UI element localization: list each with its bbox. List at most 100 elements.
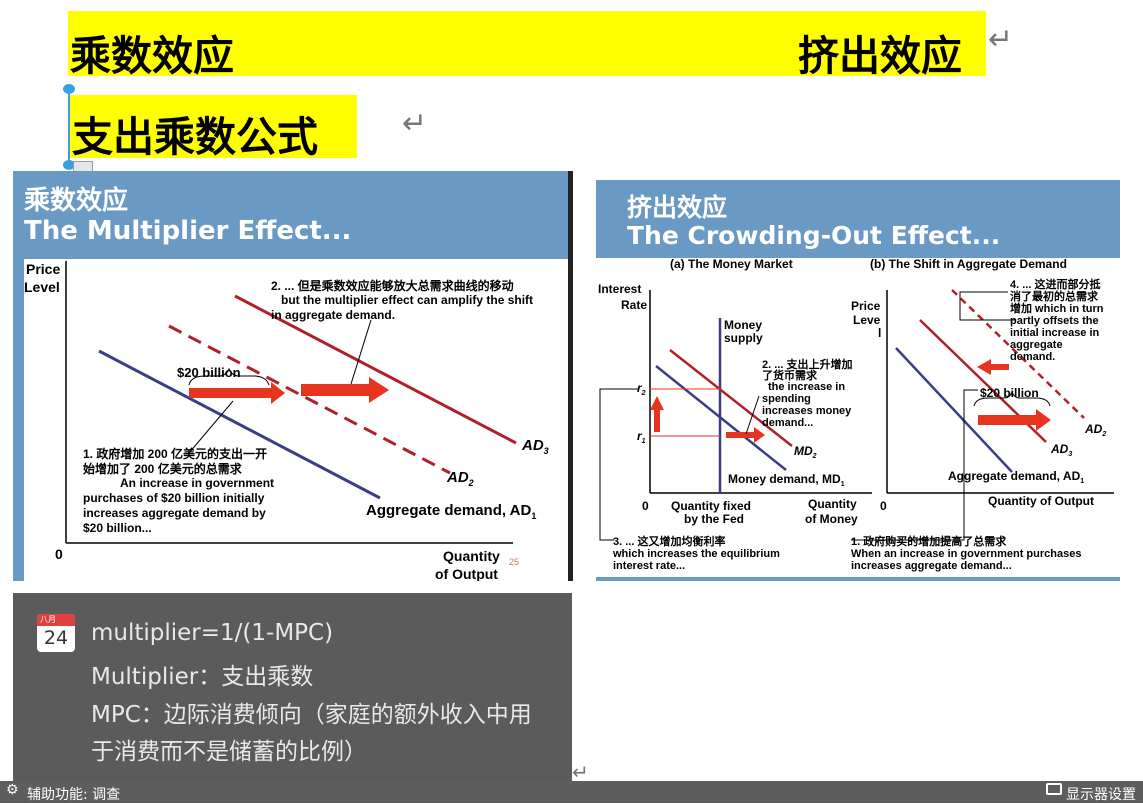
interest-rise-arrow xyxy=(650,396,664,432)
slide-header: 挤出效应 The Crowding-Out Effect... xyxy=(596,180,1120,258)
note-2-en: the increase in xyxy=(768,381,845,393)
note-line-mpc-cont: 于消费而不是储蓄的比例） xyxy=(91,739,367,765)
billion-brace xyxy=(188,367,270,386)
callout-line-1 xyxy=(851,389,978,541)
callout-line-2 xyxy=(350,319,372,385)
panel-a-title: (a) The Money Market xyxy=(670,257,793,271)
paragraph-mark: ↵ xyxy=(402,106,428,141)
note-2-cn: 了货币需求 xyxy=(762,368,818,382)
display-settings-button[interactable]: 显示器设置 xyxy=(1066,787,1136,803)
display-settings-icon[interactable] xyxy=(1046,783,1062,795)
label-r2: r2 xyxy=(637,381,646,397)
paragraph-mark: ↵ xyxy=(988,22,1014,57)
shift-arrow-1 xyxy=(189,382,285,404)
selection-handle-bottom[interactable] xyxy=(63,160,75,170)
note-2-en: increases money xyxy=(762,405,852,417)
shift-arrow-2 xyxy=(301,377,389,403)
note-1-cn: 始增加了 200 亿美元的总需求 xyxy=(83,461,243,476)
note-line-formula: multiplier=1/(1-MPC) xyxy=(91,620,334,646)
note-1-en: $20 billion... xyxy=(83,521,152,535)
note-4-en: demand. xyxy=(1010,351,1055,363)
y-axis-label: Rate xyxy=(621,298,647,312)
note-4-cn: 4. ... 这进而部分抵 xyxy=(1010,277,1100,291)
page-number: 25 xyxy=(509,557,519,567)
label-md1: Money demand, MD1 xyxy=(728,472,845,488)
subheading-text: 支出乘数公式 xyxy=(72,113,318,161)
calendar-month: 八月 xyxy=(37,614,75,626)
curve-ad2 xyxy=(951,289,1085,419)
x-axis-label: of Money xyxy=(805,512,858,526)
money-supply-label: supply xyxy=(724,331,763,345)
demand-increase-arrow xyxy=(978,409,1051,431)
label-ad1: Aggregate demand, AD1 xyxy=(948,469,1084,485)
billion-label: $20 billion xyxy=(177,365,241,380)
billion-label: $20 billion xyxy=(980,386,1039,400)
accessibility-icon[interactable]: ⚙ xyxy=(6,782,19,798)
y-axis-label: Price xyxy=(851,299,881,313)
label-r1: r1 xyxy=(637,429,646,445)
origin-label: 0 xyxy=(642,499,649,513)
y-axis-label: l xyxy=(878,326,881,340)
money-supply-label: Money xyxy=(724,318,762,332)
slide-title-cn: 挤出效应 xyxy=(627,193,728,222)
slide-header: 乘数效应 The Multiplier Effect... xyxy=(13,171,573,259)
slide-title-en: The Crowding-Out Effect... xyxy=(627,221,1001,250)
slide-multiplier-effect[interactable]: 乘数效应 The Multiplier Effect... Price Leve… xyxy=(13,171,573,581)
note-2-en: spending xyxy=(762,393,811,405)
heading-left-text: 乘数效应 xyxy=(70,32,234,80)
heading-multiplier-effect xyxy=(68,11,986,76)
label-ad1: Aggregate demand, AD1 xyxy=(366,502,536,521)
slide-left-edge xyxy=(13,259,24,581)
slide-bottom-edge xyxy=(596,577,1120,581)
paragraph-mark: ↵ xyxy=(572,760,589,784)
note-4-en: aggregate xyxy=(1010,339,1063,351)
callout-line-1 xyxy=(188,400,234,454)
subheading-spending-multiplier-formula xyxy=(70,95,357,158)
note-4-cn: 增加 which in turn xyxy=(1010,301,1104,315)
note-1-en: increases aggregate demand... xyxy=(851,560,1012,572)
note-panel[interactable]: 八月 24 multiplier=1/(1-MPC) Multiplier：支出… xyxy=(13,593,572,781)
note-1-en: purchases of $20 billion initially xyxy=(83,491,265,505)
note-2-en: but the multiplier effect can amplify th… xyxy=(281,293,533,307)
panel-b-title: (b) The Shift in Aggregate Demand xyxy=(870,257,1067,271)
selection-handle-top[interactable] xyxy=(63,84,75,94)
slide-crowding-out-effect[interactable]: 挤出效应 The Crowding-Out Effect... (a) The … xyxy=(596,180,1120,581)
curve-md1 xyxy=(655,365,787,471)
note-1-cn: 1. 政府增加 200 亿美元的支出一开 xyxy=(83,446,267,461)
note-4-cn: 消了最初的总需求 xyxy=(1010,289,1099,303)
callout-line-2 xyxy=(745,395,760,435)
note-3-en: interest rate... xyxy=(613,560,685,572)
label-ad2: AD2 xyxy=(1084,422,1106,438)
label-md2: MD2 xyxy=(794,444,817,460)
note-line-mpc: MPC：边际消费倾向（家庭的额外收入中用 xyxy=(91,702,532,728)
note-4-en: initial increase in xyxy=(1010,327,1100,339)
y-axis-label: Interest xyxy=(598,282,641,296)
slide-right-edge xyxy=(568,171,573,581)
callout-line-3 xyxy=(599,388,638,541)
heading-right-text: 挤出效应 xyxy=(798,32,962,80)
y-axis-label: Level xyxy=(24,279,60,295)
text-cursor xyxy=(68,92,70,162)
curve-ad1 xyxy=(895,347,1013,473)
x-axis-label: Quantity of Output xyxy=(988,494,1094,508)
curve-ad1 xyxy=(98,349,381,500)
demand-shift-arrow xyxy=(726,427,765,443)
x-axis-label: Quantity xyxy=(808,497,857,511)
accessibility-status[interactable]: 辅助功能: 调查 xyxy=(27,787,121,803)
crowding-out-diagram: (a) The Money Market (b) The Shift in Ag… xyxy=(598,257,1114,572)
label-ad2: AD2 xyxy=(446,469,474,488)
note-1-en: When an increase in government purchases xyxy=(851,548,1081,560)
note-1-cn: 1. 政府购买的增加提高了总需求 xyxy=(851,534,1007,548)
offset-arrow xyxy=(977,359,1009,375)
billion-brace xyxy=(973,390,1051,407)
x-axis-label: Quantity fixed xyxy=(671,499,751,513)
label-ad3: AD3 xyxy=(1050,442,1072,458)
note-line-multiplier: Multiplier：支出乘数 xyxy=(91,664,314,690)
note-2-cn: 2. ... 支出上升增加 xyxy=(762,357,852,371)
note-2-cn: 2. ... 但是乘数效应能够放大总需求曲线的移动 xyxy=(271,278,514,293)
slide-title-cn: 乘数效应 xyxy=(24,186,129,216)
status-bar: ⚙ 辅助功能: 调查 显示器设置 xyxy=(0,781,1143,803)
note-3-cn: 3. ... 这又增加均衡利率 xyxy=(613,534,725,548)
x-axis-label: by the Fed xyxy=(684,512,744,526)
multiplier-diagram: Price Level 0 Quantity of Output 25 $20 … xyxy=(24,261,549,581)
